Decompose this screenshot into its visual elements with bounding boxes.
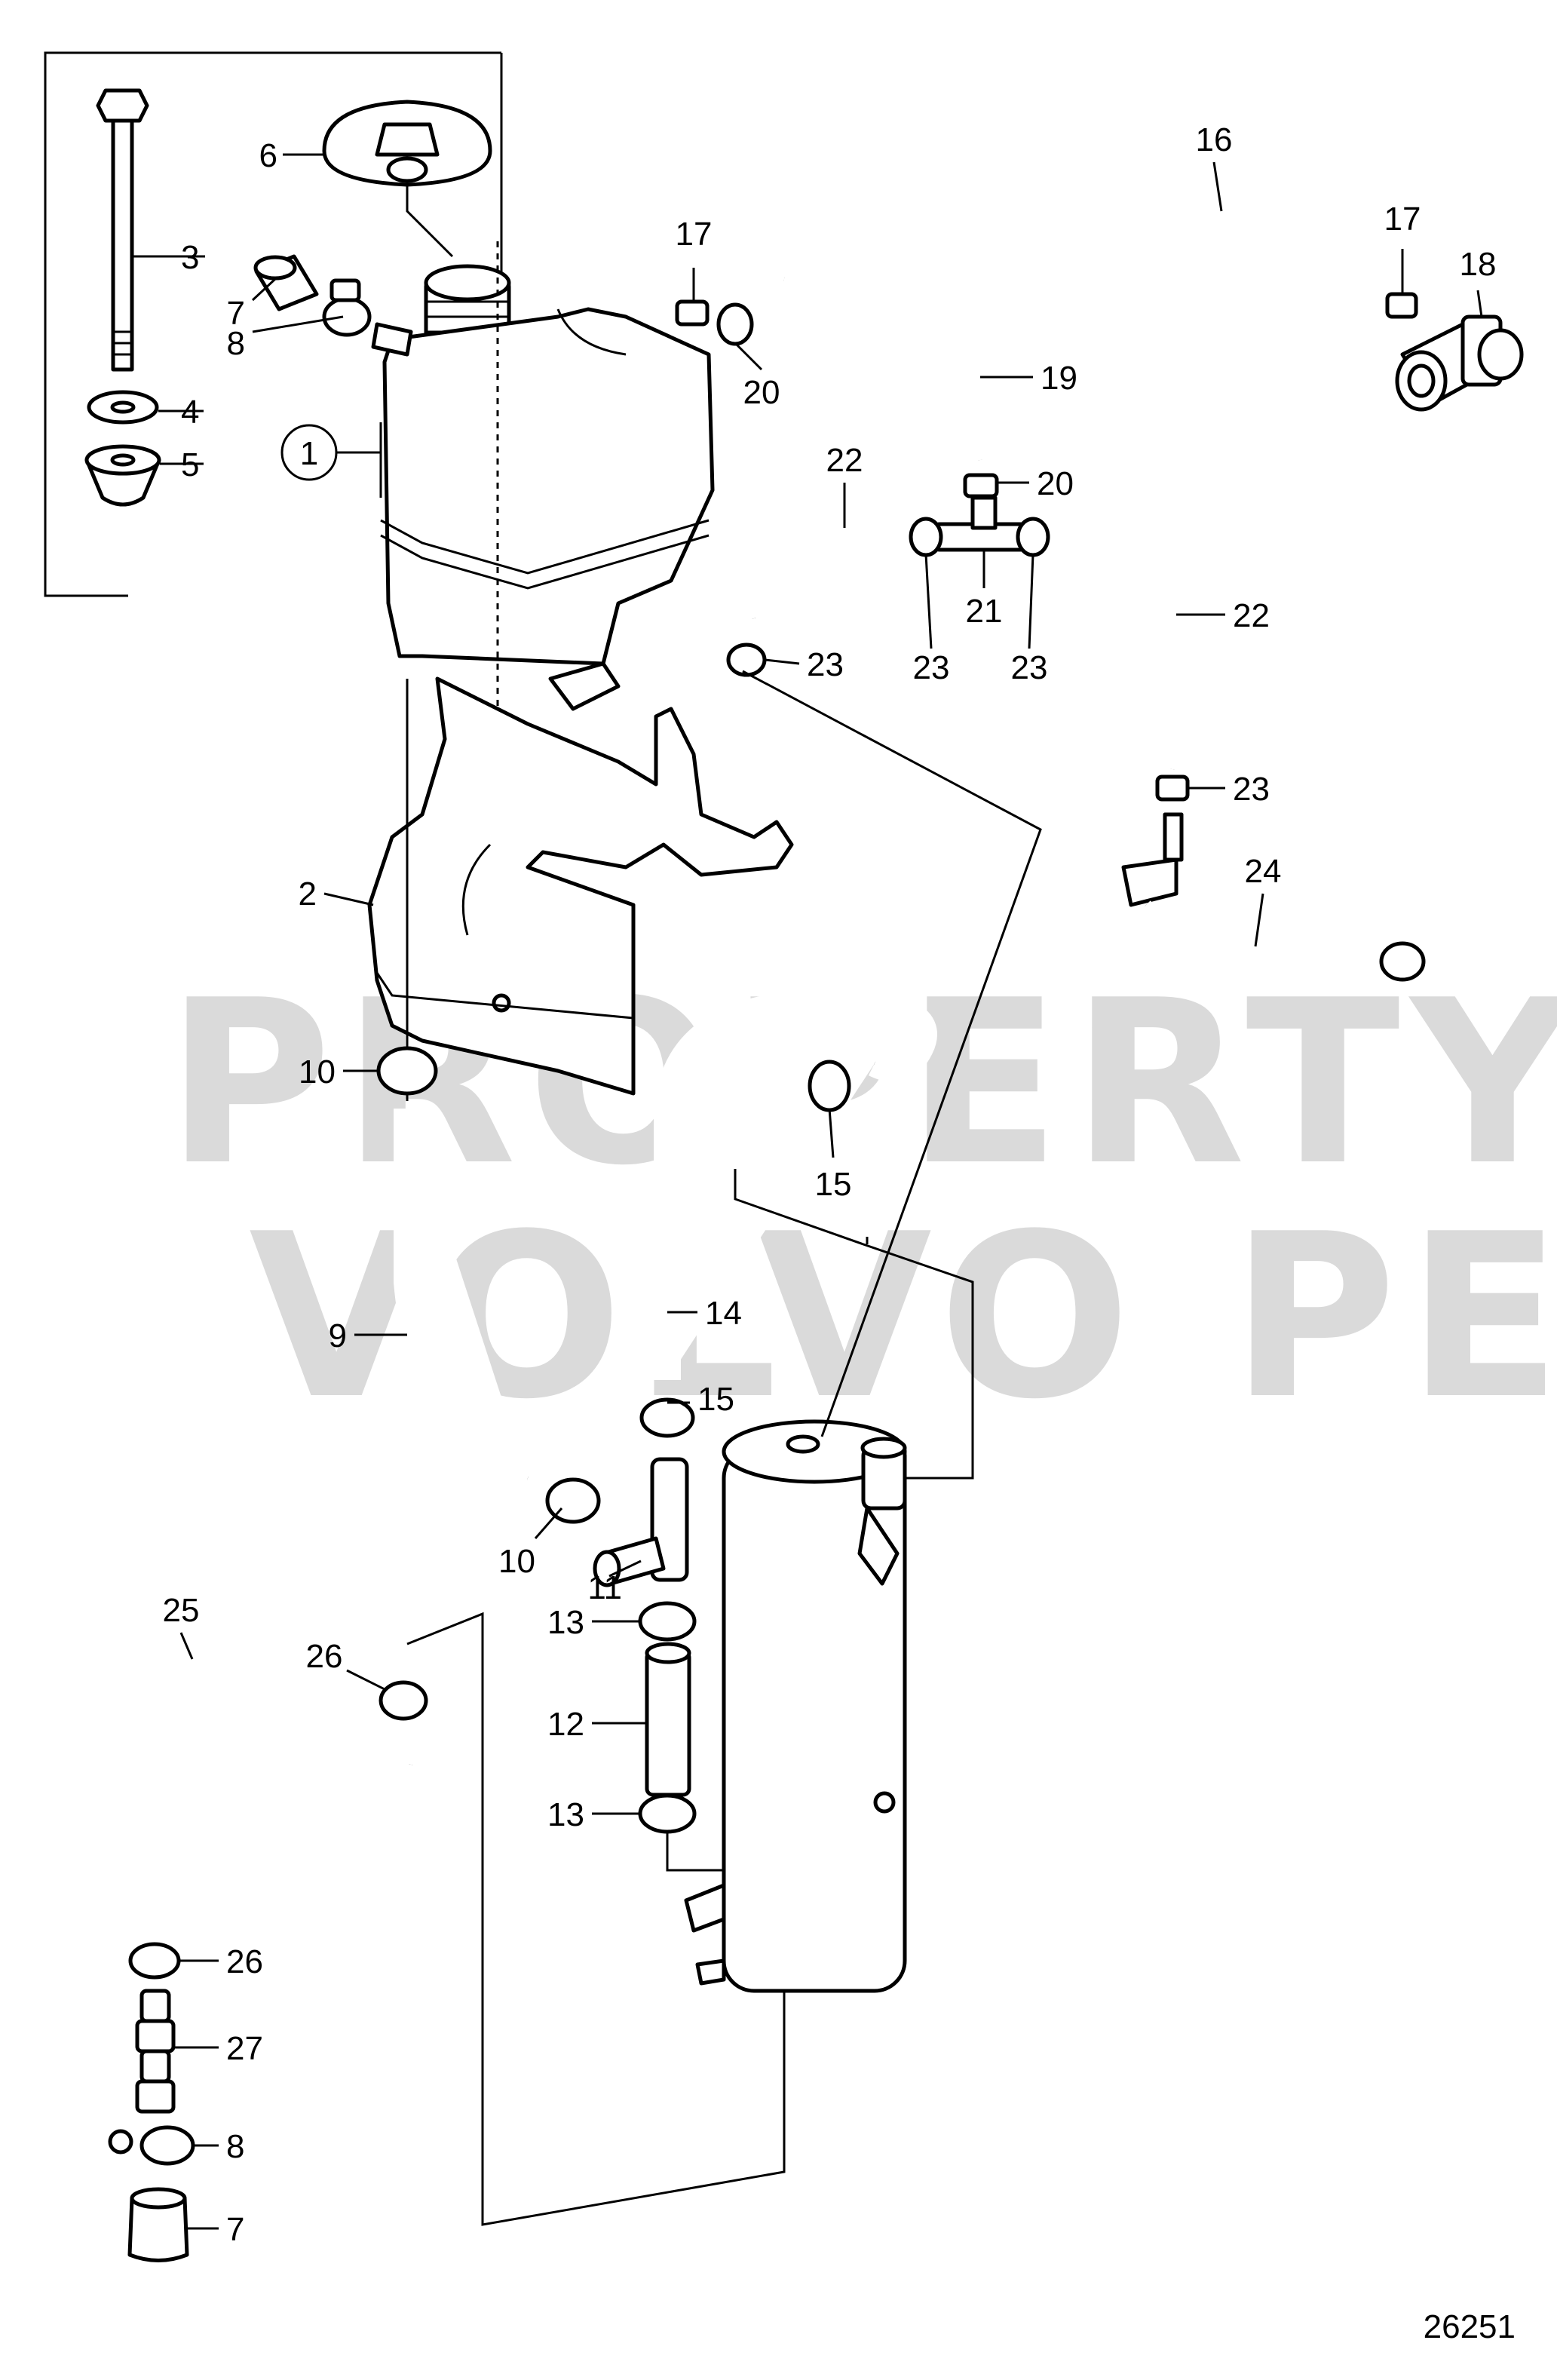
heat-exchanger bbox=[684, 1419, 907, 1993]
label-17-left: 17 bbox=[676, 216, 713, 253]
part-4-washer bbox=[87, 390, 159, 425]
leader-23-to-exchanger bbox=[742, 670, 1042, 1437]
part-27-nipple bbox=[135, 1989, 176, 2114]
label-13-top: 13 bbox=[547, 1604, 584, 1641]
part-22-hose-right-inner bbox=[1047, 529, 1184, 770]
part-18-tee-connector bbox=[1395, 314, 1524, 412]
leader-13-to-exchanger bbox=[666, 1833, 724, 1872]
part-15-clamp-top bbox=[808, 1060, 851, 1112]
label-23-d: 23 bbox=[1233, 771, 1270, 808]
callout-labels: 1 2 3 4 5 6 7 8 9 10 10 11 12 13 13 14 1… bbox=[163, 121, 1497, 2248]
part-3-bolt bbox=[96, 88, 149, 372]
label-23-a: 23 bbox=[807, 646, 844, 683]
part-17-clamp-right bbox=[1385, 292, 1418, 319]
part-19-hose-inner bbox=[783, 271, 988, 461]
part-17-clamp-left bbox=[675, 299, 710, 327]
label-11: 11 bbox=[587, 1569, 622, 1606]
part-8-clamp-bottom bbox=[108, 2125, 195, 2166]
label-15-bottom: 15 bbox=[697, 1381, 734, 1418]
part-5-rubber-bush bbox=[84, 444, 161, 507]
label-7-top: 7 bbox=[227, 295, 245, 332]
part-26-clamp-top bbox=[379, 1680, 428, 1721]
part-10-clamp-top bbox=[376, 1046, 438, 1096]
part-24-pipe bbox=[1121, 812, 1426, 982]
label-21: 21 bbox=[966, 593, 1003, 630]
part-26-clamp-bottom bbox=[128, 1942, 181, 1980]
part-16-hose-inner bbox=[752, 190, 1411, 307]
label-23-c: 23 bbox=[1011, 649, 1048, 686]
part-20-clamp-top bbox=[716, 302, 754, 346]
label-2: 2 bbox=[299, 876, 317, 912]
label-18: 18 bbox=[1460, 246, 1497, 283]
part-8-clamp-top bbox=[322, 278, 413, 357]
part-7-cap-top bbox=[253, 254, 319, 311]
part-23-clamp-b bbox=[909, 517, 943, 557]
label-27: 27 bbox=[226, 2030, 263, 2067]
cap-leader bbox=[406, 185, 454, 258]
part-1-expansion-tank bbox=[379, 307, 715, 711]
label-22-left: 22 bbox=[826, 442, 863, 479]
leader-15-to-exchanger bbox=[734, 1169, 974, 1480]
drawing-number: 26251 bbox=[1424, 2308, 1516, 2345]
label-19: 19 bbox=[1041, 360, 1077, 397]
mounting-kit-frame bbox=[44, 51, 501, 597]
label-5: 5 bbox=[181, 446, 199, 483]
part-15-clamp-bottom bbox=[639, 1397, 695, 1438]
part-13-clamp-bottom bbox=[638, 1793, 697, 1834]
label-3: 3 bbox=[181, 239, 199, 276]
leader-26-frame bbox=[406, 1612, 786, 2226]
label-15-top: 15 bbox=[815, 1166, 852, 1203]
label-20-right: 20 bbox=[1037, 465, 1074, 502]
label-1: 1 bbox=[300, 435, 318, 472]
part-23-clamp-a bbox=[726, 643, 767, 677]
label-13-bottom: 13 bbox=[547, 1796, 584, 1833]
part-6-filler-cap bbox=[322, 100, 492, 187]
part-25-hose-inner bbox=[141, 1638, 424, 1938]
label-26-top: 26 bbox=[306, 1638, 343, 1675]
part-23-clamp-d bbox=[1155, 774, 1190, 802]
label-24: 24 bbox=[1245, 853, 1282, 890]
label-8-top: 8 bbox=[227, 325, 245, 362]
part-22-hose-left-inner bbox=[739, 526, 924, 620]
label-20-left: 20 bbox=[743, 374, 780, 411]
part-12-hose bbox=[645, 1642, 691, 1797]
label-12: 12 bbox=[547, 1706, 584, 1743]
label-9: 9 bbox=[329, 1317, 347, 1354]
part-9-hose-inner bbox=[394, 1109, 532, 1492]
part-2-bracket bbox=[367, 676, 794, 1096]
part-7-cap-bottom bbox=[127, 2187, 189, 2262]
part-13-clamp-top bbox=[638, 1601, 697, 1642]
label-6: 6 bbox=[259, 137, 277, 174]
label-26-bottom: 26 bbox=[226, 1943, 263, 1980]
part-14-hose-inner bbox=[654, 989, 937, 1380]
label-10-bottom: 10 bbox=[498, 1543, 535, 1580]
label-8-bottom: 8 bbox=[226, 2128, 244, 2165]
callout-1 bbox=[280, 424, 338, 481]
label-23-b: 23 bbox=[913, 649, 950, 686]
label-25: 25 bbox=[163, 1592, 200, 1629]
label-7-bottom: 7 bbox=[226, 2211, 244, 2248]
label-22-right: 22 bbox=[1233, 597, 1270, 634]
label-16: 16 bbox=[1196, 121, 1233, 158]
part-11-tee bbox=[593, 1457, 689, 1587]
label-14: 14 bbox=[705, 1295, 742, 1332]
part-23-clamp-c bbox=[1016, 517, 1050, 557]
label-4: 4 bbox=[181, 394, 199, 431]
label-17-right: 17 bbox=[1384, 201, 1421, 238]
callout-leaders bbox=[132, 153, 1483, 2230]
label-10-top: 10 bbox=[299, 1054, 336, 1090]
part-20-clamp-mid bbox=[963, 473, 999, 498]
